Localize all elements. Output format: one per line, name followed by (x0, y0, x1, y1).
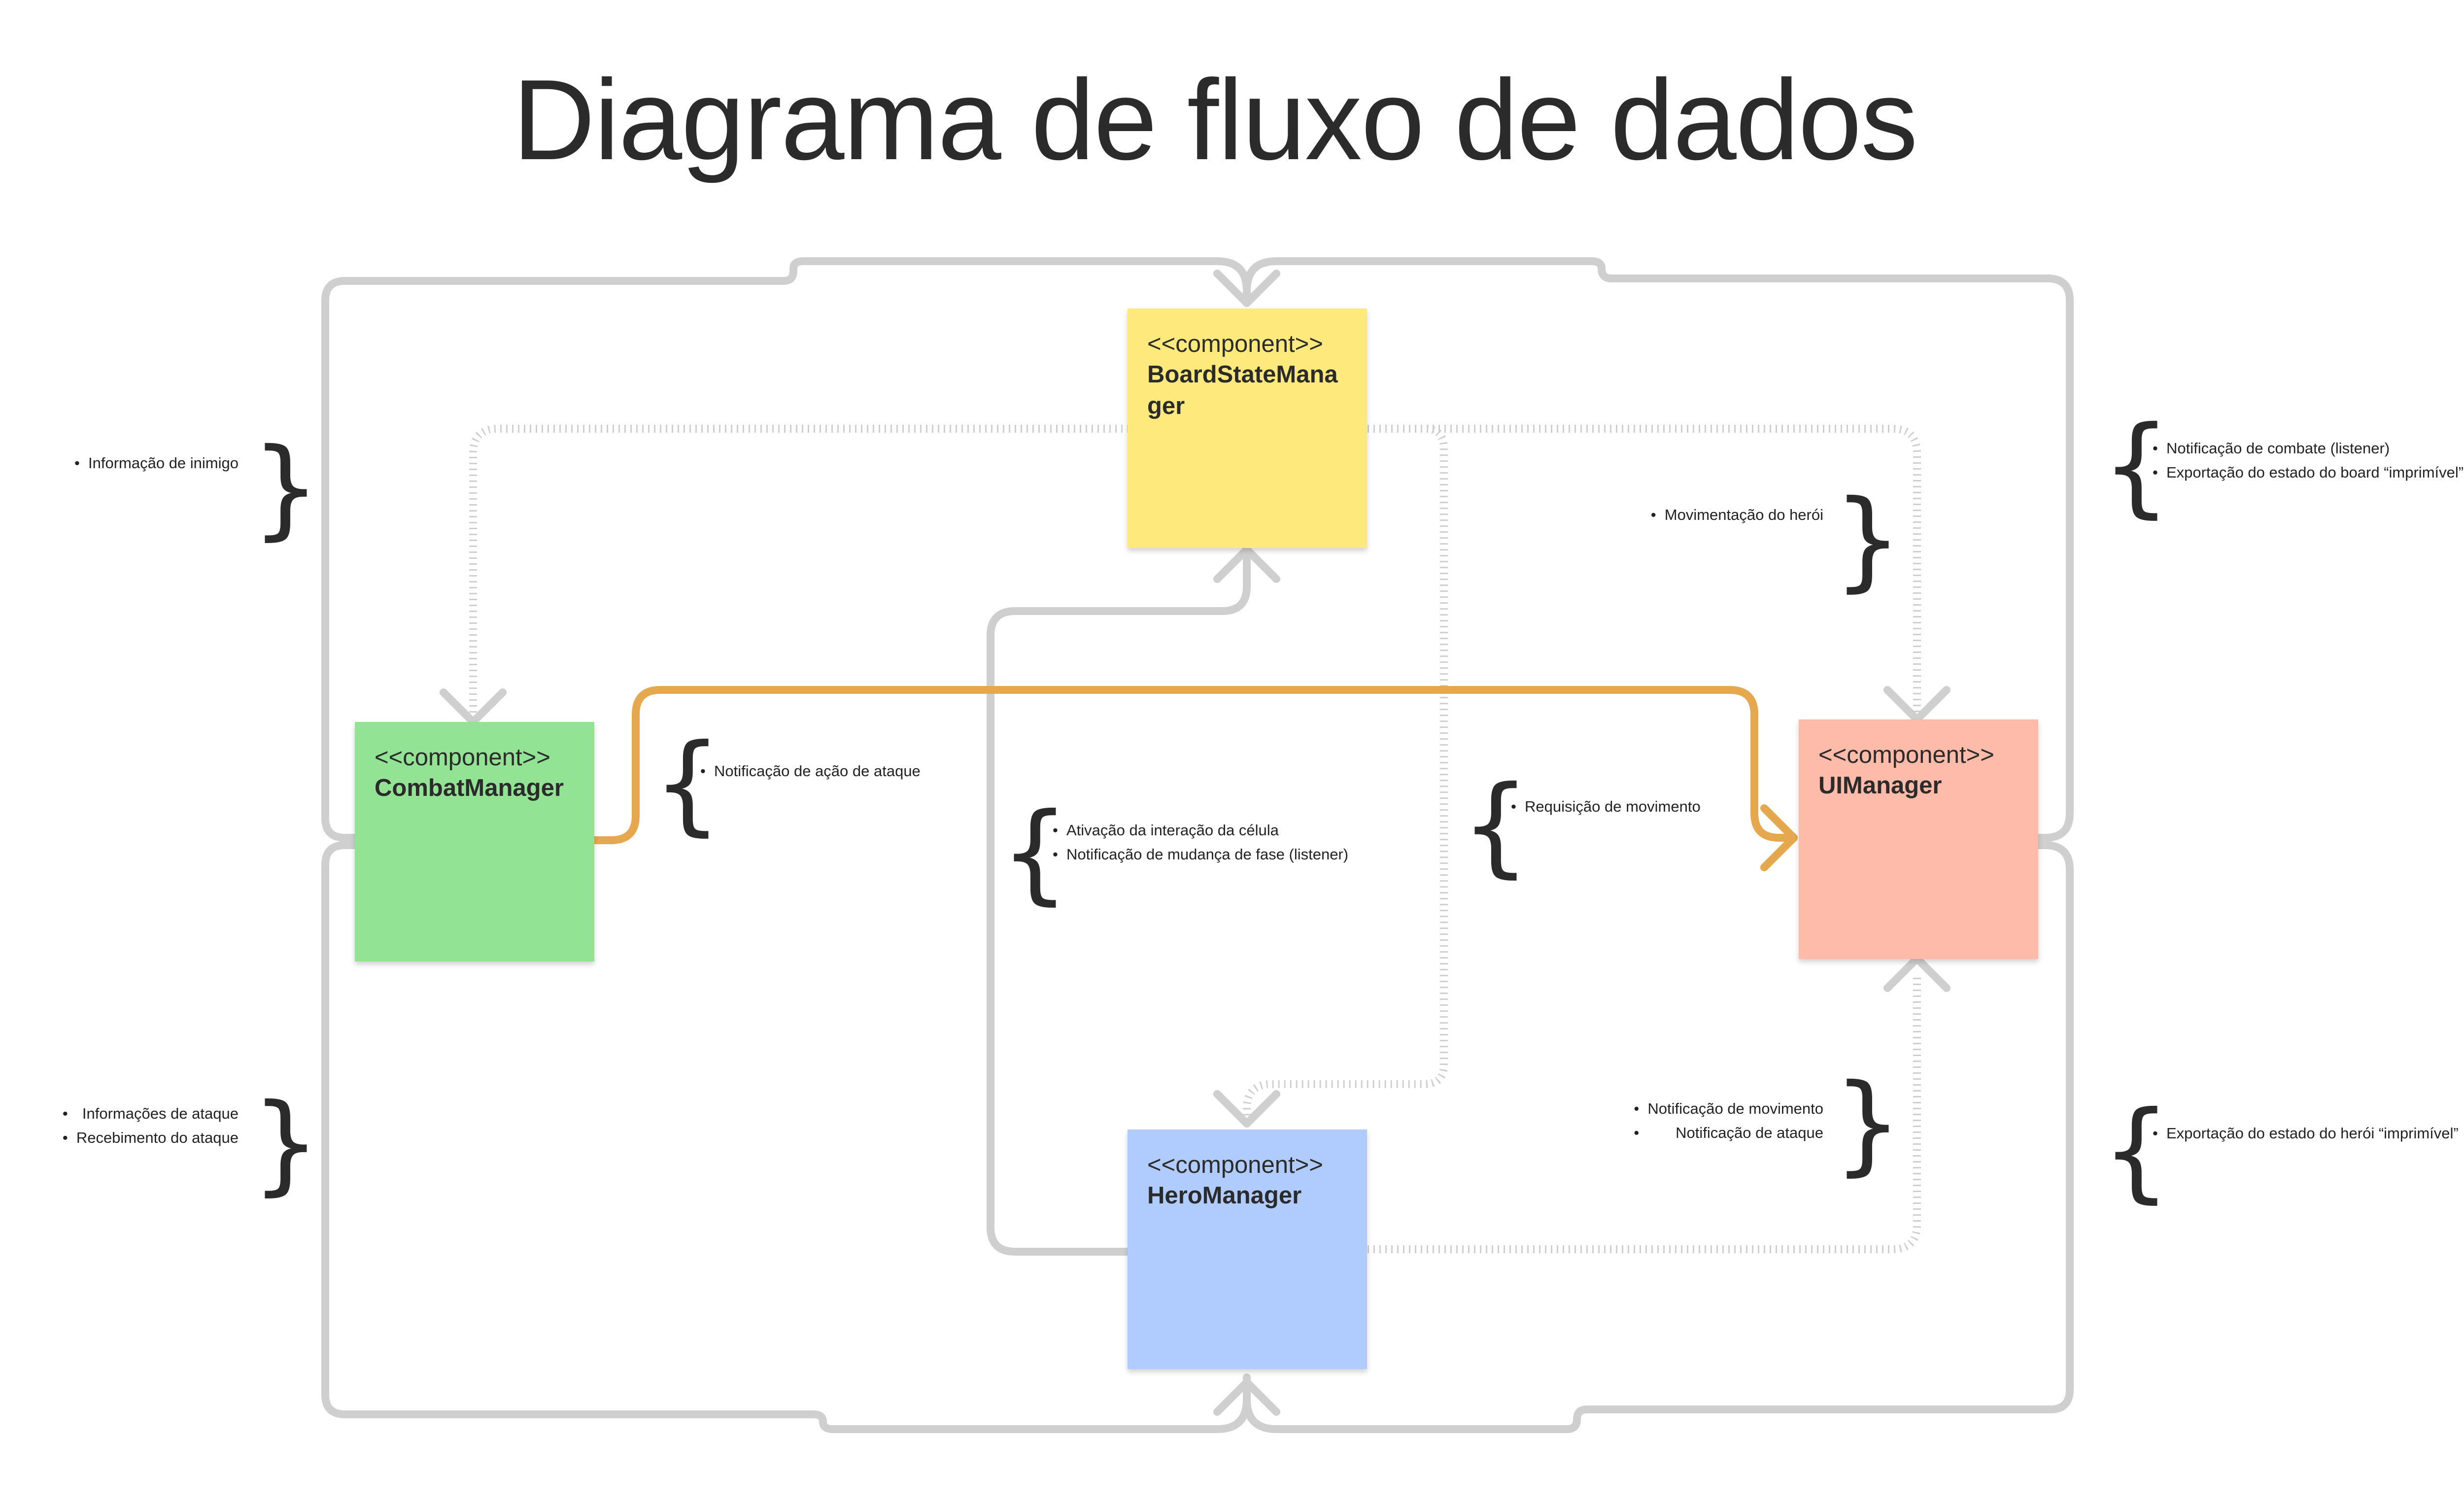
node-board-state-manager[interactable]: <<component>> BoardStateManager (1128, 308, 1367, 548)
annotation-item: Exportação do estado do herói “imprimíve… (2150, 1121, 2459, 1145)
annotation-item: Notificação de combate (listener) (2150, 436, 2464, 460)
node-stereotype: <<component>> (1147, 1152, 1323, 1178)
node-name: HeroManager (1147, 1182, 1302, 1209)
opening-brace-icon: { (653, 720, 722, 847)
node-combat-manager[interactable]: <<component>> CombatManager (355, 722, 594, 961)
connector-ui-to-hero (1243, 841, 2074, 1433)
node-name: BoardStateManager (1147, 361, 1338, 419)
node-stereotype: <<component>> (375, 744, 550, 771)
annotation-item: Ativação da interação da célula (1050, 818, 1348, 842)
annotation-movimento-ataque: Notificação de movimento Notificação de … (1631, 1096, 1823, 1145)
annotation-item: Notificação de movimento (1631, 1096, 1823, 1121)
annotation-item: Notificação de mudança de fase (listener… (1050, 842, 1348, 866)
node-stereotype: <<component>> (1147, 331, 1323, 357)
annotation-item: Recebimento do ataque (60, 1126, 239, 1150)
arrowhead-hero-top (1213, 1090, 1280, 1128)
arrowhead-hero-bottom (1213, 1378, 1280, 1416)
annotation-item: Exportação do estado do board “imprimíve… (2150, 460, 2464, 484)
page-title: Diagrama de fluxo de dados (513, 56, 1918, 184)
annotation-requisicao: Requisição de movimento (1508, 794, 1701, 819)
annotation-item: Notificação de ação de ataque (697, 759, 921, 783)
annotation-celula-fase: Ativação da interação da célula Notifica… (1050, 818, 1348, 866)
annotation-item: Notificação de ataque (1631, 1121, 1823, 1145)
connector-combat-to-board (321, 257, 1251, 842)
annotation-ataque-acao: Notificação de ação de ataque (697, 759, 921, 783)
dotted-connectors (469, 425, 1921, 1253)
connector-combat-to-ui-attack (587, 686, 1798, 844)
arrowhead-combat-top (440, 688, 507, 726)
node-name: UIManager (1818, 772, 1942, 799)
node-stereotype: <<component>> (1818, 742, 1994, 768)
arrowhead-board-top (1213, 270, 1280, 307)
opening-brace-icon: { (2102, 1088, 2171, 1214)
annotation-ataque-info: Informações de ataque Recebimento do ata… (60, 1101, 239, 1150)
connector-hero-to-board (987, 550, 1251, 1256)
closing-brace-icon: } (1833, 477, 1902, 603)
annotation-inimigo: Informação de inimigo (71, 451, 239, 475)
annotation-movimentacao: Movimentação do herói (1648, 503, 1823, 527)
connector-combat-to-hero (321, 841, 1251, 1433)
dotted-hero-to-ui (1368, 973, 1921, 1253)
connector-ui-to-board (1243, 257, 2074, 842)
node-name: CombatManager (375, 775, 564, 801)
highlight-connector (587, 686, 1798, 871)
dotted-board-to-ui (1368, 425, 1921, 712)
node-ui-manager[interactable]: <<component>> UIManager (1799, 719, 2038, 959)
arrowhead-board-bottom (1213, 546, 1280, 583)
dotted-board-to-hero (1243, 425, 1448, 1121)
node-hero-manager[interactable]: <<component>> HeroManager (1128, 1130, 1367, 1369)
dotted-board-to-combat (469, 425, 1129, 715)
arrowhead-ui-left (1760, 804, 1798, 871)
annotation-item: Informação de inimigo (71, 451, 239, 475)
solid-connectors (321, 257, 2074, 1433)
annotation-item: Movimentação do herói (1648, 503, 1823, 527)
closing-brace-icon: } (251, 1080, 320, 1206)
annotation-heroi-export: Exportação do estado do herói “imprimíve… (2150, 1121, 2459, 1145)
annotation-item: Requisição de movimento (1508, 794, 1701, 819)
annotation-item: Informações de ataque (60, 1101, 239, 1126)
closing-brace-icon: } (1833, 1061, 1902, 1187)
closing-brace-icon: } (251, 425, 320, 551)
annotation-combate-board: Notificação de combate (listener) Export… (2150, 436, 2464, 484)
opening-brace-icon: { (1461, 762, 1530, 889)
